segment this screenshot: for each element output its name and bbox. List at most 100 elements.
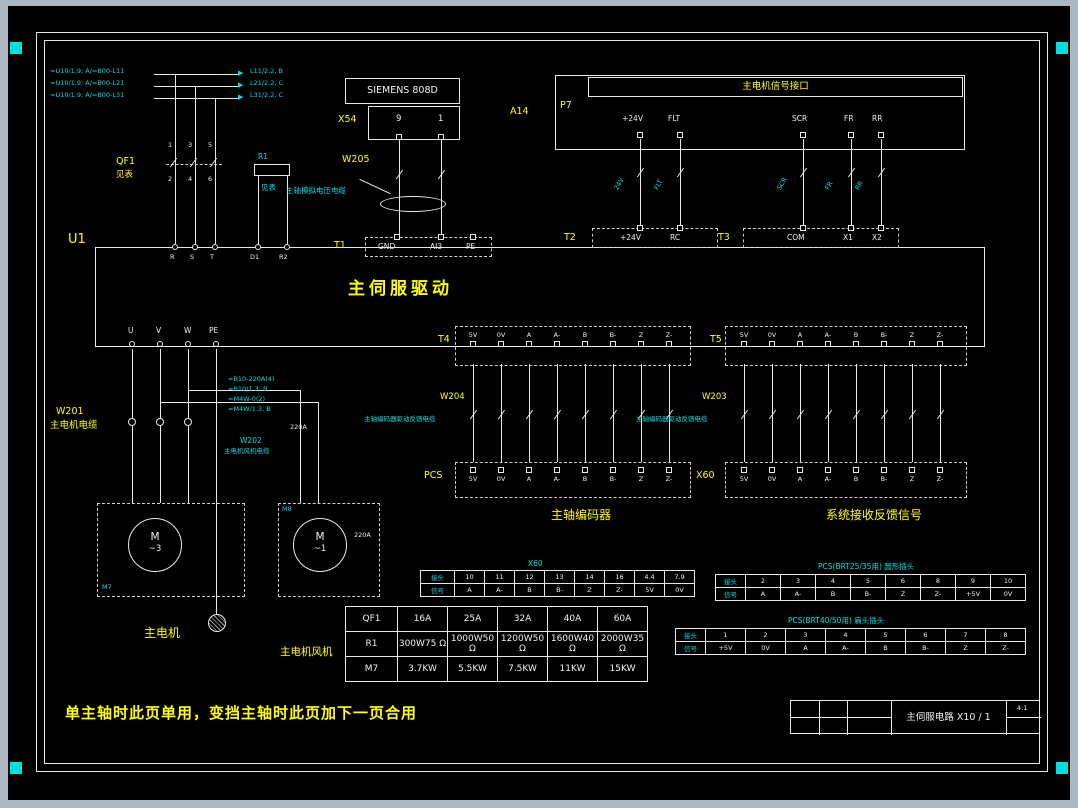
pcs-round-table: 接头 2 3 4 5 6 8 9 10 信号 A A- B B- Z Z- +5…	[715, 574, 1026, 601]
t4-pcs-wires	[459, 364, 683, 462]
terminal-square	[394, 234, 400, 240]
t4-pin: A	[515, 331, 543, 347]
corner-mark	[1056, 42, 1068, 54]
t3-pin: COM	[787, 233, 805, 242]
terminal-circle	[284, 244, 290, 250]
pcs-pin: A	[515, 467, 543, 483]
corner-mark	[10, 42, 22, 54]
pe-wire	[216, 349, 217, 614]
x54-connector-name: X54	[338, 114, 357, 125]
table-cell: 60A	[597, 606, 648, 632]
terminal-square	[800, 225, 806, 231]
t4-pin: 0V	[487, 331, 515, 347]
t1-pin: GND	[378, 242, 396, 251]
drive-output-pin: V	[156, 326, 162, 335]
table-cell: Z	[574, 583, 605, 597]
wire	[399, 140, 400, 234]
titleblock-line	[1006, 701, 1007, 735]
titleblock-line	[847, 701, 848, 735]
x60-pin: B-	[870, 467, 898, 483]
phase-wire	[215, 152, 216, 244]
main-motor-symbol: M ~3	[128, 518, 182, 572]
main-motor-caption: 主电机	[144, 626, 181, 640]
table-cell: B-	[850, 587, 886, 601]
t5-pin-row: 5V 0V A A- B B- Z Z-	[730, 331, 954, 347]
x54-pin: 1	[438, 114, 444, 124]
breaker-pin-label: 3	[188, 141, 193, 149]
t5-name: T5	[710, 334, 722, 345]
t3-pin: X1	[843, 233, 853, 242]
cable-w203-desc: 主轴编码器驱动反馈电缆	[636, 415, 708, 423]
breaker-pin-label: 2	[168, 175, 173, 183]
table-cell: 16	[604, 570, 635, 584]
branch-note: =M4W/1.3; B	[228, 405, 271, 413]
pcs-round-title: PCS(BRT25/35用) 圆形插头	[818, 562, 915, 571]
p7-box	[555, 75, 965, 150]
encoder-caption: 主轴编码器	[551, 508, 612, 522]
table-cell: 2	[745, 574, 781, 588]
table-cell: +5V	[705, 641, 746, 655]
motor-letter: M	[150, 531, 160, 543]
table-cell: 1000W50 Ω	[447, 631, 498, 657]
table-cell: A	[745, 587, 781, 601]
table-cell: 11	[484, 570, 515, 584]
x54-connector-box	[368, 106, 460, 140]
table-cell: 5	[865, 628, 906, 642]
table-cell: 4.4	[634, 570, 665, 584]
t5-pin: Z	[898, 331, 926, 347]
table-cell: 32A	[497, 606, 548, 632]
t5-terminal-box	[725, 326, 967, 366]
table-cell: 6	[905, 628, 946, 642]
table-cell: Z	[885, 587, 921, 601]
breaker-pin-label: 6	[208, 175, 213, 183]
feeder-source-label: =U10/1.9; A/=B00-L11	[50, 67, 125, 75]
pcs-terminal-box	[455, 462, 691, 498]
table-header: 信号	[420, 583, 455, 597]
table-cell: 10	[990, 574, 1026, 588]
drive-output-pin: U	[128, 326, 134, 335]
x60-pin-table: 接头 10 11 12 13 14 16 4.4 7.9 信号 A A- B B…	[420, 570, 695, 597]
breaker-note: 见表	[116, 170, 134, 180]
drive-box	[95, 247, 985, 347]
outer-frame	[36, 32, 1048, 772]
wire-break-marks	[730, 409, 954, 420]
table-cell: B	[865, 641, 906, 655]
t4-pin: B	[571, 331, 599, 347]
table-cell: 7	[945, 628, 986, 642]
titleblock-line	[891, 701, 892, 735]
drive-name: U1	[68, 232, 86, 247]
inner-frame	[44, 40, 1040, 764]
breaker-pin-label: 4	[188, 175, 193, 183]
feeder-wire	[154, 98, 240, 99]
table-cell: +5V	[955, 587, 991, 601]
table-cell: A	[785, 641, 826, 655]
terminal-square	[438, 134, 444, 140]
wire	[680, 139, 681, 225]
cable-w203-name: W203	[702, 392, 727, 402]
x60-pin: Z-	[926, 467, 954, 483]
wire	[640, 139, 641, 225]
selection-table: QF1 16A 25A 32A 40A 60A R1 300W75 Ω 1000…	[345, 606, 648, 682]
feeder-source-label: =U10/1.9; A/=B00-L21	[50, 79, 125, 87]
breaker-pin-label: 1	[168, 141, 173, 149]
table-cell: 8	[920, 574, 956, 588]
x60-table-title: X60	[528, 559, 543, 568]
table-cell: 16A	[397, 606, 448, 632]
earth-ground-icon	[208, 614, 226, 632]
titleblock-line	[819, 701, 820, 735]
terminal-square	[878, 132, 884, 138]
table-cell: B	[514, 583, 545, 597]
t4-pin: Z-	[655, 331, 683, 347]
t4-pin: A-	[543, 331, 571, 347]
terminal-circle	[192, 244, 198, 250]
wire	[287, 176, 288, 247]
table-cell: 15KW	[597, 656, 648, 682]
fan-branch-wire	[318, 402, 319, 503]
pcs-flat-table: 接头 1 2 3 4 5 6 7 8 信号 +5V 0V A A- B B- Z…	[675, 628, 1026, 655]
table-cell: 3.7KW	[397, 656, 448, 682]
fan-motor-tag: M8	[282, 505, 292, 513]
t5-pin: B	[842, 331, 870, 347]
fan-rating: 220A	[354, 531, 371, 539]
fan-motor-symbol: M ~1	[293, 518, 347, 572]
cable-w204-desc: 主轴编码器驱动反馈电缆	[364, 415, 436, 423]
